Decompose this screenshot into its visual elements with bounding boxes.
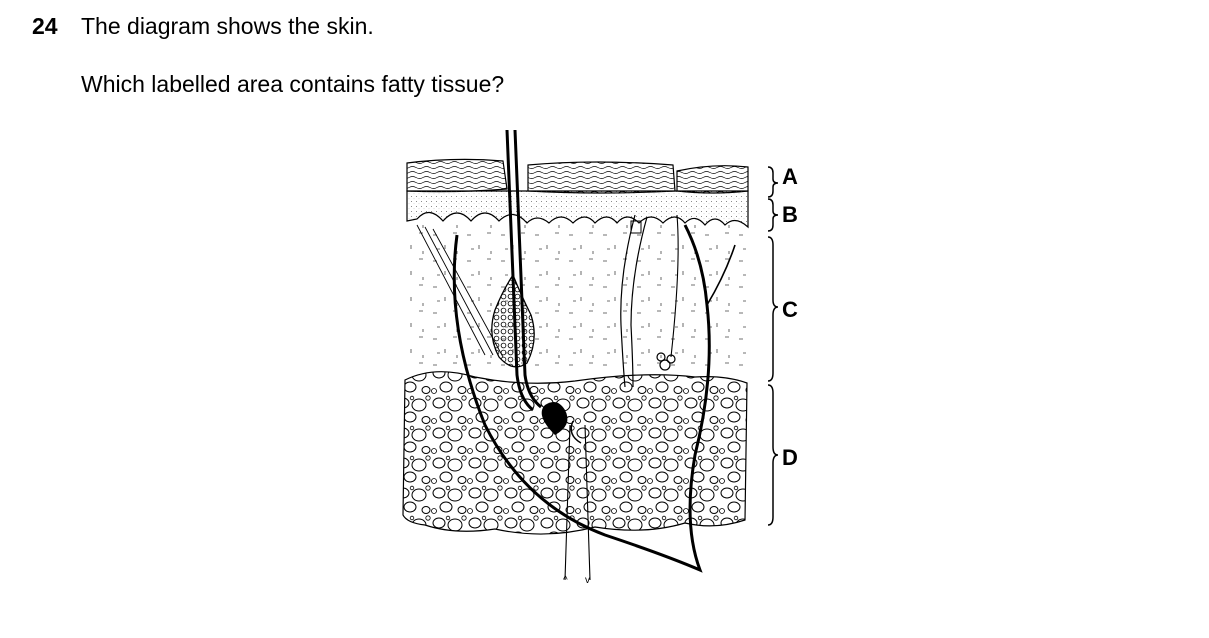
label-a: A bbox=[782, 164, 798, 189]
blood-vessel bbox=[452, 224, 711, 573]
skin-diagram: ^ v A B C D bbox=[402, 129, 798, 586]
question-number: 24 bbox=[32, 13, 58, 39]
question-statement: The diagram shows the skin. bbox=[81, 13, 374, 39]
label-d: D bbox=[782, 445, 798, 470]
question-prompt: Which labelled area contains fatty tissu… bbox=[81, 71, 505, 97]
sweat-gland bbox=[620, 214, 679, 388]
hair bbox=[505, 129, 582, 444]
label-b: B bbox=[782, 202, 798, 227]
epidermis-inner-layer bbox=[406, 190, 749, 229]
svg-text:v: v bbox=[585, 575, 590, 586]
svg-text:^: ^ bbox=[563, 575, 568, 586]
epidermis-outer-layer bbox=[406, 158, 749, 194]
dermis-layer bbox=[407, 225, 748, 375]
label-braces bbox=[767, 166, 779, 526]
label-c: C bbox=[782, 297, 798, 322]
